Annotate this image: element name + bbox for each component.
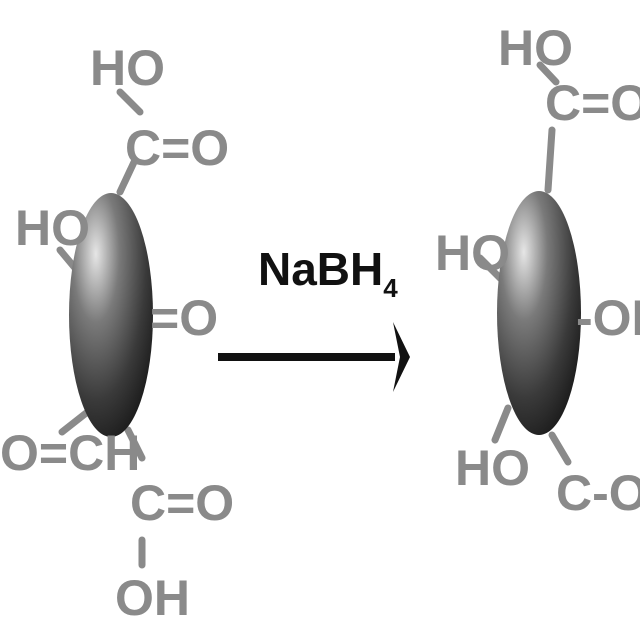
reagent-label: NaBH4 (258, 243, 398, 303)
product-top-co: C=O (545, 75, 640, 131)
bond-top-oh (116, 88, 144, 116)
reactant-molecule: HO C=O HO =O O=CH C=O OH (0, 40, 234, 626)
reagent-subscript: 4 (383, 273, 398, 303)
reaction-arrow-group: NaBH4 (218, 243, 410, 392)
reactant-top-co: C=O (125, 120, 229, 176)
product-right-oh: -OH (576, 290, 640, 346)
bond-left-ho (476, 254, 506, 284)
reactant-top-oh: HO (90, 40, 165, 96)
reactant-bottom-oh: OH (115, 570, 190, 626)
bond-top (544, 126, 556, 194)
reactant-left-ho: HO (15, 200, 90, 256)
reactant-bottom-left: O=CH (0, 425, 140, 481)
product-molecule: HO C=O HO -OH HO C-OH (435, 20, 640, 521)
bond-bottom-left (58, 406, 94, 436)
reaction-arrow-head (393, 322, 410, 392)
reactant-bottom-co: C=O (130, 475, 234, 531)
bond-top (116, 156, 139, 196)
bond-bottom (124, 426, 146, 462)
reactant-right-o: =O (150, 290, 218, 346)
product-top-ho: HO (498, 20, 573, 76)
bond-bottom-left (491, 404, 512, 444)
reactant-sphere (69, 193, 153, 437)
product-bottom-ho: HO (455, 440, 530, 496)
bond-top-ho (536, 61, 560, 86)
bond-left-ho (56, 246, 79, 272)
product-bottom-coh: C-OH (556, 465, 640, 521)
product-left-ho: HO (435, 225, 510, 281)
product-sphere (497, 191, 581, 435)
bond-bottom-right (548, 431, 572, 466)
